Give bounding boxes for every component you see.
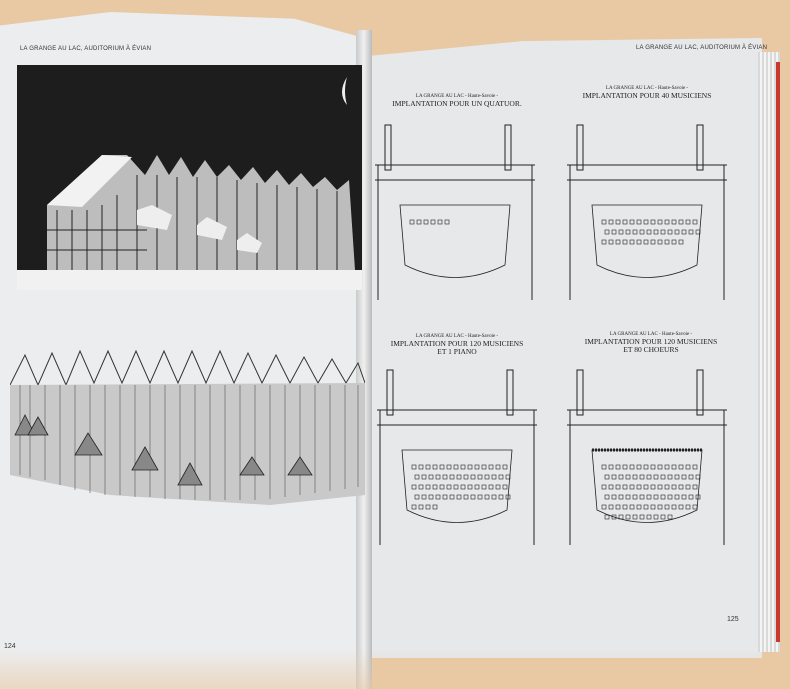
right-page — [362, 38, 762, 658]
plan-subtitle: LA GRANGE AU LAC - Haute-Savoie - — [415, 94, 499, 99]
plan-title: IMPLANTATION POUR UN QUATUOR. — [392, 98, 522, 108]
bottom-shadow — [0, 650, 790, 689]
plan-title: IMPLANTATION POUR 120 MUSICIENS — [584, 336, 718, 346]
plan-subtitle: LA GRANGE AU LAC - Haute-Savoie - — [605, 86, 689, 91]
plan-title-line2: ET 1 PIANO — [437, 346, 477, 356]
plan-subtitle: LA GRANGE AU LAC - Haute-Savoie - — [609, 332, 693, 337]
page-edges — [758, 52, 780, 652]
floor-plan-drawing — [370, 120, 540, 340]
plan-caption-quartet: LA GRANGE AU LAC - Haute-Savoie - IMPLAN… — [372, 94, 542, 108]
plan-caption-40: LA GRANGE AU LAC - Haute-Savoie - IMPLAN… — [562, 86, 732, 100]
plan-subtitle: LA GRANGE AU LAC - Haute-Savoie - — [415, 334, 499, 339]
night-sketch-illustration — [17, 65, 362, 290]
red-page-edge — [776, 62, 780, 642]
plan-title: IMPLANTATION POUR 120 MUSICIENS — [390, 338, 524, 348]
plan-caption-120-choir: LA GRANGE AU LAC - Haute-Savoie - IMPLAN… — [566, 332, 736, 354]
floor-plan-drawing — [562, 120, 732, 340]
plan-caption-120-piano: LA GRANGE AU LAC - Haute-Savoie - IMPLAN… — [372, 334, 542, 356]
floor-plan-drawing — [562, 365, 732, 585]
plan-title-line2: ET 80 CHOEURS — [623, 344, 679, 354]
left-running-head: LA GRANGE AU LAC, AUDITORIUM À ÉVIAN — [20, 46, 152, 52]
right-page-number: 125 — [727, 616, 739, 623]
left-page-number: 124 — [4, 643, 16, 650]
floor-plan-drawing — [372, 365, 542, 585]
right-running-head: LA GRANGE AU LAC, AUDITORIUM À ÉVIAN — [636, 45, 768, 51]
facade-sketch-illustration — [9, 345, 366, 525]
moon-icon — [342, 77, 347, 105]
plan-title: IMPLANTATION POUR 40 MUSICIENS — [582, 90, 712, 100]
